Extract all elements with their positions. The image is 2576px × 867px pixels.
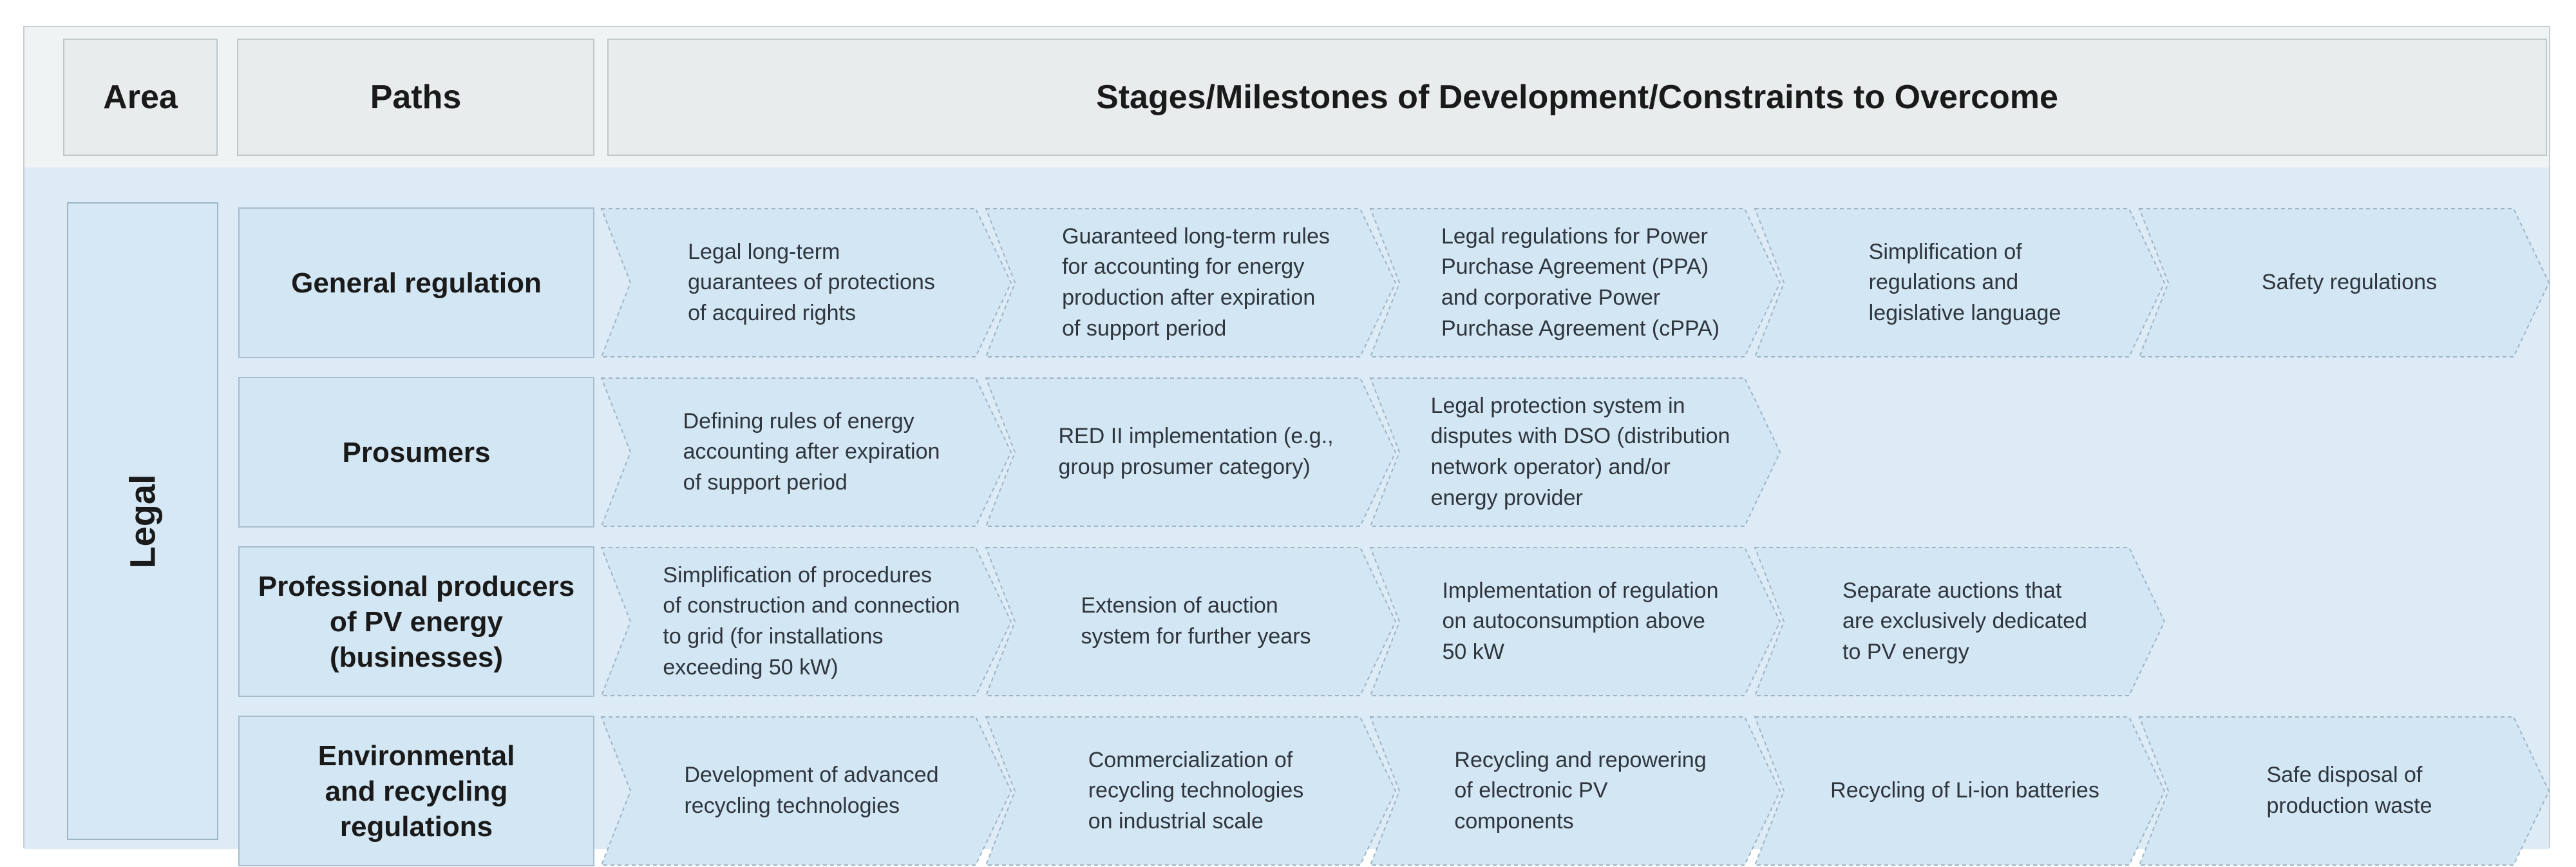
stage-arrow: Recycling of Li-ion batteries [1754,716,2166,866]
path-row-prosumers: Prosumers Defining rules of energy accou… [24,377,2549,528]
stage-label: Legal long-term guarantees of protection… [688,239,935,325]
chevron-arrow-shape [1754,547,2166,696]
chevron-arrow-shape [985,208,1397,357]
path-row-general-regulation: General regulation Legal long-term guara… [24,207,2550,358]
stage-arrow: Defining rules of energy accounting afte… [600,377,1012,528]
stage-arrow: RED II implementation (e.g., group prosu… [985,377,1397,528]
stage-label: Simplification of regulations and legisl… [1868,239,2061,325]
stage-arrow: Safe disposal of production waste [2138,716,2550,866]
area-cell-legal: Legal [67,202,218,840]
stage-arrow: Simplification of procedures of construc… [600,546,1012,697]
stage-arrow: Separate auctions that are exclusively d… [1754,546,2166,697]
path-cell-environmental-recycling: Environmental and recycling regulations [238,716,594,866]
stage-label: Recycling of Li-ion batteries [1830,778,2099,803]
chevron-arrow-shape [1754,716,2166,866]
stage-arrow: Guaranteed long-term rules for accountin… [985,207,1397,358]
stage-arrow: Development of advanced recycling techno… [600,716,1012,866]
chevron-arrow-shape [2138,208,2550,357]
stage-arrow: Extension of auction system for further … [985,546,1397,697]
header-cell-paths: Paths [237,39,594,156]
stage-label: Separate auctions that are exclusively d… [1842,578,2087,664]
stage-label: Extension of auction system for further … [1081,593,1311,649]
chevron-arrow-shape [1369,716,1781,866]
stage-label: Development of advanced recycling techno… [684,763,939,818]
chevron-arrow-shape [1754,208,2166,357]
stage-label: RED II implementation (e.g., group prosu… [1058,424,1334,479]
stage-label: Guaranteed long-term rules for accountin… [1062,224,1330,341]
header-cell-area: Area [63,39,218,156]
stage-arrow: Legal protection system in disputes with… [1369,377,1781,528]
legal-band: Legal General regulation Legal long-term… [24,167,2550,866]
stage-label: Recycling and repowering of electronic P… [1454,747,1707,834]
stage-label: Defining rules of energy accounting afte… [683,408,940,495]
chevron-arrow-shape [985,377,1397,527]
stage-arrow: Simplification of regulations and legisl… [1754,207,2166,358]
header-paths-label: Paths [370,79,462,116]
chevron-arrow-shape [1369,377,1781,527]
chevron-arrow-shape [600,377,1012,527]
header-stages-label: Stages/Milestones of Development/Constra… [1096,79,2058,116]
chevron-arrow-shape [600,547,1012,696]
header-row: Area Paths Stages/Milestones of Developm… [24,27,2549,167]
stage-label: Legal protection system in disputes with… [1430,393,1730,510]
stage-label: Safety regulations [2261,270,2438,295]
stage-arrow: Legal long-term guarantees of protection… [600,207,1012,358]
path-cell-professional-producers: Professional producers of PV energy (bus… [238,546,594,697]
stage-arrow: Commercialization of recycling technolog… [985,716,1397,866]
chevron-arrow-shape [985,547,1397,696]
path-cell-prosumers: Prosumers [238,377,594,528]
stage-label: Commercialization of recycling technolog… [1088,747,1304,834]
path-row-professional-producers: Professional producers of PV energy (bus… [24,546,2549,697]
chevron-arrow-shape [985,716,1397,866]
stage-label: Simplification of procedures of construc… [663,562,960,680]
stage-arrow: Safety regulations [2138,207,2550,358]
header-cell-stages: Stages/Milestones of Development/Constra… [607,39,2547,156]
roadmap-figure: Area Paths Stages/Milestones of Developm… [23,26,2550,866]
stage-label: Safe disposal of production waste [2266,763,2432,818]
stage-label: Legal regulations for Power Purchase Agr… [1441,224,1720,341]
header-area-label: Area [103,79,178,116]
path-cell-general-regulation: General regulation [238,207,594,358]
stage-label: Implementation of regulation on autocons… [1442,578,1719,664]
stage-arrow: Recycling and repowering of electronic P… [1369,716,1781,866]
chevron-arrow-shape [600,208,1012,357]
path-row-environmental-recycling: Environmental and recycling regulations … [24,716,2550,866]
chevron-arrow-shape [1369,547,1781,696]
chevron-arrow-shape [2138,716,2550,866]
stage-arrow: Implementation of regulation on autocons… [1369,546,1781,697]
chevron-arrow-shape [600,716,1012,866]
stage-arrow: Legal regulations for Power Purchase Agr… [1369,207,1781,358]
chevron-arrow-shape [1369,208,1781,357]
